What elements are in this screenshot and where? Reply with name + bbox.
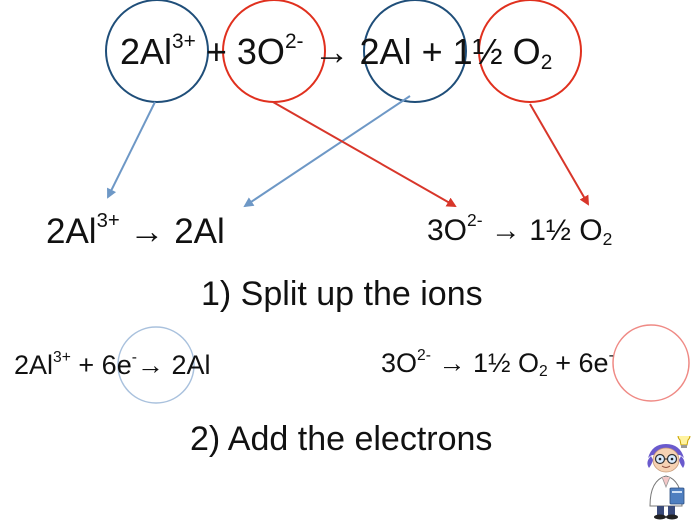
- al-formula: 2Al: [163, 350, 211, 380]
- al-ion-charge: 3+: [172, 29, 196, 53]
- o-half-equation: 3O2- → 1½ O2: [427, 212, 613, 249]
- electrons-term: + 6e: [555, 348, 609, 378]
- o-ion-charge: 2-: [467, 210, 483, 231]
- al-ion-charge: 3+: [96, 210, 120, 233]
- o-ion-charge: 2-: [417, 346, 431, 364]
- electron-charge: -: [608, 346, 614, 364]
- reaction-arrow: →: [438, 348, 466, 378]
- reaction-arrow: →: [136, 350, 164, 380]
- al-ion-charge: 3+: [53, 348, 71, 366]
- o2-circle: [478, 0, 582, 103]
- reaction-arrow: →: [490, 214, 521, 247]
- al-half-equation: 2Al3+ → 2Al: [46, 211, 225, 251]
- o2-formula: 1½ O: [472, 348, 540, 378]
- al-ion-arrow: [107, 101, 156, 199]
- o2-formula: 1½ O: [529, 214, 603, 247]
- o-ion-charge: 2-: [284, 29, 304, 53]
- al-circle: [363, 0, 467, 103]
- o-ion-formula: 3O: [427, 214, 468, 247]
- al-ion-circle: [105, 0, 209, 103]
- top-equation: 2Al3+ + 3O2- → 2Al + 1½ O2: [120, 31, 552, 74]
- al-ion-formula: 2Al: [14, 350, 54, 380]
- reaction-arrow: →: [129, 212, 165, 251]
- electron-circle-al: [117, 326, 195, 404]
- al-electron-equation: 2Al3+ + 6e-→ 2Al: [14, 348, 211, 380]
- o2-subscript: 2: [540, 51, 553, 75]
- plus-sign: +: [421, 31, 443, 72]
- al-formula: 2Al: [359, 31, 412, 72]
- electrons-term: + 6e: [78, 350, 132, 380]
- step1-caption: 1) Split up the ions: [201, 275, 483, 313]
- o-ion-formula: 3O: [381, 348, 418, 378]
- o-ion-formula: 3O: [236, 31, 285, 72]
- o-ion-arrow: [272, 101, 457, 207]
- o2-formula: 1½ O: [452, 31, 541, 72]
- plus-sign: +: [205, 31, 227, 72]
- electron-circle-o: [612, 324, 690, 402]
- o2-subscript: 2: [539, 363, 548, 381]
- reaction-arrow: →: [313, 31, 350, 72]
- o2-arrow: [529, 103, 590, 206]
- al-ion-formula: 2Al: [120, 31, 173, 72]
- al-formula: 2Al: [174, 212, 225, 251]
- scientist-icon: [647, 436, 691, 520]
- o-electron-equation: 3O2- → 1½ O2 + 6e-: [381, 346, 614, 381]
- electron-charge: -: [131, 348, 137, 366]
- step2-caption: 2) Add the electrons: [190, 420, 493, 458]
- al-ion-formula: 2Al: [46, 212, 97, 251]
- o2-subscript: 2: [602, 228, 613, 249]
- al-arrow: [243, 95, 411, 208]
